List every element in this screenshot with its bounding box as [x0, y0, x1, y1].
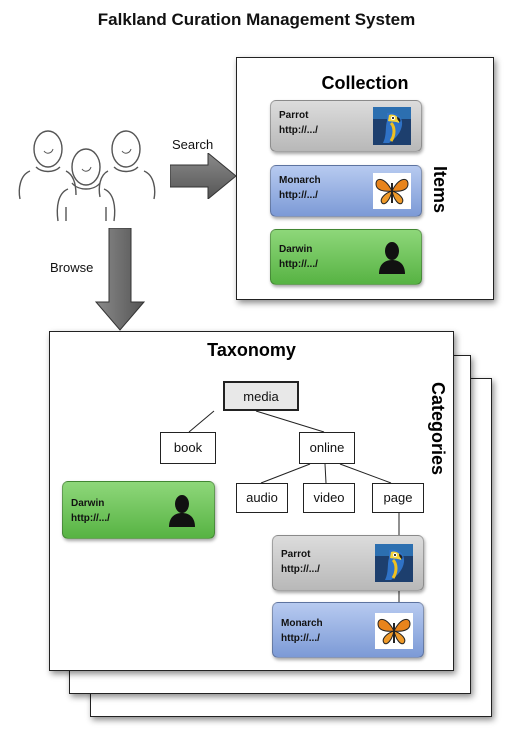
collection-card-parrot[interactable]: Parrot http://.../: [270, 100, 422, 152]
diagram-title: Falkland Curation Management System: [97, 10, 416, 29]
card-name: Parrot: [279, 110, 309, 121]
taxonomy-title: Taxonomy: [207, 340, 296, 360]
card-url: http://.../: [279, 125, 318, 136]
person-silhouette-icon: [167, 493, 197, 527]
card-name: Parrot: [281, 549, 311, 560]
card-name: Darwin: [71, 498, 105, 509]
parrot-image: [375, 544, 413, 582]
collection-panel: Collection Parrot http://.../ Monarch ht…: [236, 57, 494, 300]
collection-card-monarch[interactable]: Monarch http://.../: [270, 165, 422, 217]
card-url: http://.../: [71, 513, 110, 524]
taxonomy-card-monarch[interactable]: Monarch http://.../: [272, 602, 424, 658]
butterfly-image: [375, 613, 413, 649]
taxonomy-card-darwin[interactable]: Darwin http://.../: [62, 481, 215, 539]
tree-node-audio[interactable]: audio: [236, 483, 288, 513]
butterfly-image: [373, 173, 411, 209]
tree-node-label: video: [313, 490, 345, 505]
browse-arrow-icon: [94, 228, 146, 332]
tree-node-label: media: [243, 389, 279, 404]
taxonomy-card-parrot[interactable]: Parrot http://.../: [272, 535, 424, 591]
taxonomy-tree-edges: [188, 410, 400, 602]
browse-label: Browse: [50, 260, 94, 275]
collection-title: Collection: [321, 73, 409, 93]
tree-node-media[interactable]: media: [223, 381, 299, 411]
card-name: Darwin: [279, 244, 313, 255]
card-name: Monarch: [281, 618, 323, 629]
parrot-image: [373, 107, 411, 145]
card-name: Monarch: [279, 175, 321, 186]
tree-node-page[interactable]: page: [372, 483, 424, 513]
tree-node-label: online: [309, 440, 345, 455]
tree-node-book[interactable]: book: [160, 432, 216, 464]
users-group-icon: [14, 127, 159, 225]
tree-node-video[interactable]: video: [303, 483, 355, 513]
search-label: Search: [172, 137, 214, 152]
taxonomy-panel: Taxonomy media book online audio video p…: [49, 331, 454, 671]
collection-card-darwin[interactable]: Darwin http://.../: [270, 229, 422, 285]
card-url: http://.../: [281, 564, 320, 575]
card-url: http://.../: [279, 190, 318, 201]
categories-side-label: Categories: [428, 382, 448, 476]
card-url: http://.../: [281, 633, 320, 644]
tree-node-label: book: [173, 440, 203, 455]
search-arrow-icon: [170, 153, 238, 199]
tree-node-label: page: [383, 490, 413, 505]
person-silhouette-icon: [377, 240, 407, 274]
items-side-label: Items: [430, 166, 450, 214]
tree-node-online[interactable]: online: [299, 432, 355, 464]
card-url: http://.../: [279, 259, 318, 270]
tree-node-label: audio: [246, 490, 278, 505]
